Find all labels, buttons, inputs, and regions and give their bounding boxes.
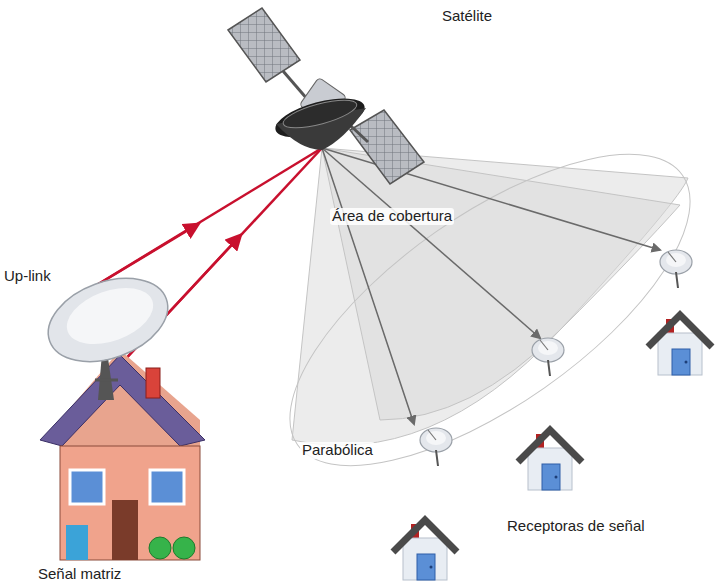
- text-label: Up-link: [2, 268, 53, 285]
- text-label: Señal matriz: [36, 566, 123, 583]
- text-label: Receptoras de señal: [505, 518, 647, 535]
- text-label: Satélite: [440, 8, 494, 25]
- text-label: Área de cobertura: [330, 208, 454, 225]
- text-label: Parabólica: [300, 442, 375, 459]
